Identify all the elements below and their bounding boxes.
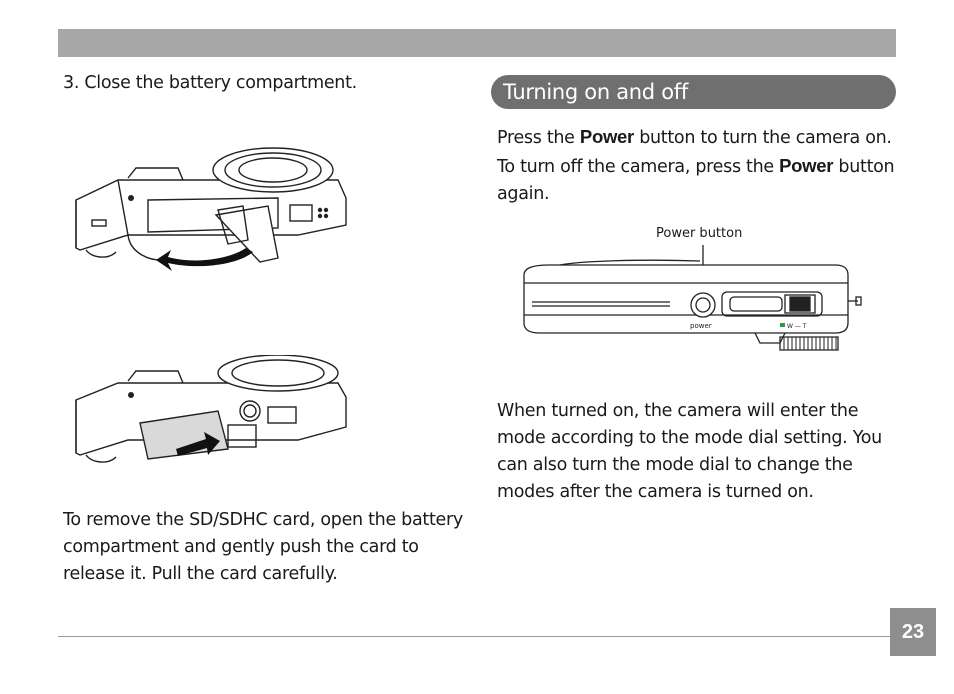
power-keyword: Power [779, 155, 834, 176]
power-instructions-paragraph: Press the Power button to turn the camer… [497, 123, 897, 208]
press-post-text: button again. [497, 157, 895, 204]
remove-card-paragraph: To remove the SD/SDHC card, open the bat… [63, 510, 463, 584]
power-keyword: Power [579, 126, 634, 147]
camera-top-view-figure: power W — T [523, 245, 862, 351]
page-number: 23 [890, 608, 936, 656]
mode-dial-paragraph: When turned on, the camera will enter th… [497, 401, 882, 502]
camera-battery-door-closing-figure [75, 147, 347, 271]
press-pre-text: Press the [497, 128, 580, 148]
camera-power-label: power [690, 322, 712, 330]
section-heading: Turning on and off [491, 75, 896, 109]
camera-card-push-figure [75, 355, 347, 463]
header-bar [58, 29, 896, 57]
press-mid-text: button to turn the camera on. To turn of… [497, 128, 892, 177]
power-button-callout-label: Power button [656, 226, 743, 241]
section-title: Turning on and off [503, 80, 688, 104]
camera-zoom-label: W — T [787, 323, 807, 330]
step-3-text: 3. Close the battery compartment. [63, 73, 357, 93]
footer-divider [58, 636, 890, 637]
